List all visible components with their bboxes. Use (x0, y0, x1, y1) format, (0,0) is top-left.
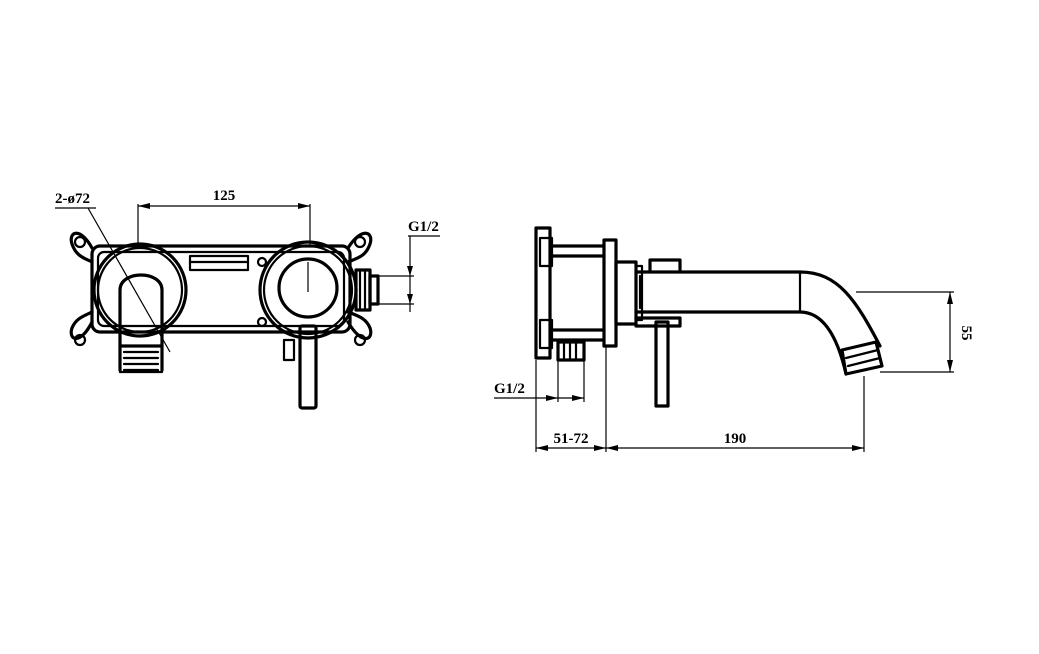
handle-hub (277, 257, 339, 319)
mounting-ear-top-right (346, 231, 373, 264)
side-view: 55 51-72 190 G1/2 (494, 226, 974, 452)
screw (256, 256, 268, 268)
mounting-ear-bottom-left (69, 310, 94, 347)
valve-body-side (614, 260, 638, 326)
thread-dimension-side: G1/2 (494, 360, 585, 402)
dimension-projection-label: 190 (724, 431, 747, 447)
lever-handle (298, 324, 318, 410)
mounting-ear-bottom-right (346, 310, 373, 347)
dimension-width-label: 125 (213, 188, 236, 204)
dimension-depth-label: 51-72 (554, 431, 589, 447)
spout-front (118, 273, 164, 372)
thread-label-front: G1/2 (408, 219, 439, 235)
thread-dimension-front: G1/2 (376, 219, 440, 312)
screw (256, 316, 268, 328)
dimension-height: 55 (856, 291, 974, 373)
hole-callout: 2-ø72 (55, 191, 171, 353)
dimension-depth: 51-72 190 (535, 346, 865, 452)
dimension-width: 125 (137, 188, 311, 246)
mounting-ear-top-left (69, 231, 94, 264)
spout-cover-inner (96, 246, 184, 334)
handle-cover-inner (262, 244, 354, 336)
dimension-height-label: 55 (958, 326, 974, 341)
valve-box-body (90, 244, 352, 334)
front-view: 125 2-ø72 G1/2 (55, 188, 440, 410)
inlet-side (556, 340, 586, 362)
lever-side (654, 320, 670, 408)
inlet-connector (354, 268, 380, 312)
wall-box-back-flange (534, 226, 552, 360)
spout-cover-plate (92, 242, 188, 338)
thread-label-side: G1/2 (494, 381, 525, 397)
hole-callout-label: 2-ø72 (55, 191, 90, 207)
wall-plate (602, 238, 618, 348)
